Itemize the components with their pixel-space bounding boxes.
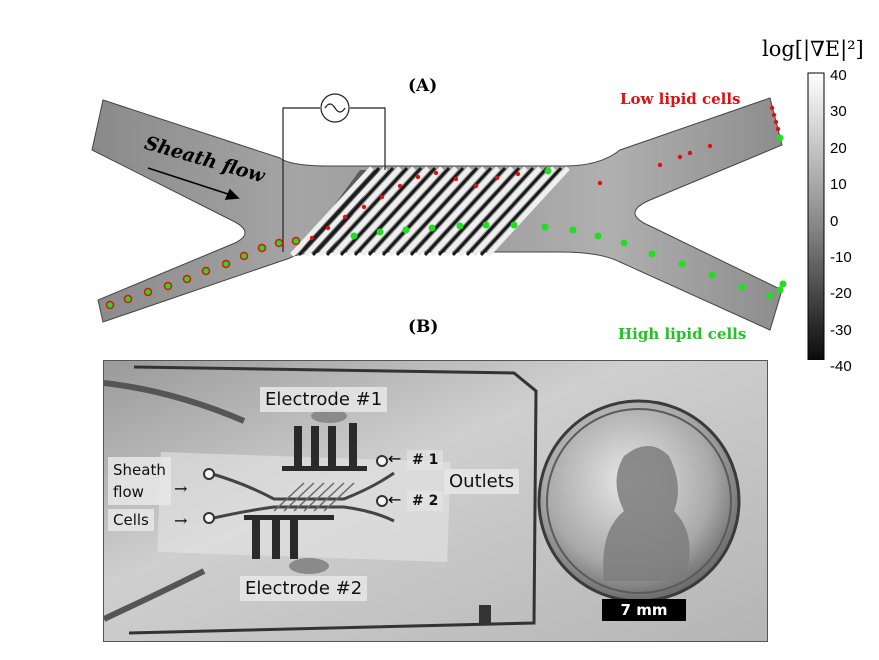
device-photo: Electrode #1 Electrode #2 Sheath flow Ce… (103, 360, 768, 642)
cell-dot (597, 180, 603, 186)
cell-dot (257, 243, 267, 253)
panel-b-label: (B) (408, 317, 439, 337)
cell-dot (350, 232, 358, 240)
cell-dot (773, 119, 779, 125)
cell-dot (594, 232, 602, 240)
high-lipid-label: High lipid cells (618, 325, 747, 343)
cell-dot (201, 266, 211, 276)
cell-dot (708, 271, 716, 279)
outlets-label: Outlets (444, 469, 520, 494)
cell-dot (428, 224, 436, 232)
cell-dot (776, 134, 784, 142)
cell-dot (494, 175, 500, 181)
cell-dot (687, 150, 693, 156)
electrode-gaps (297, 166, 563, 257)
microfluidic-channel-diagram (91, 72, 825, 360)
colorbar-tick-label: 40 (830, 67, 847, 84)
cell-dot (738, 283, 746, 291)
cell-dot (221, 259, 231, 269)
cell-dot (105, 300, 115, 310)
sheath-arrow-icon: → (174, 479, 188, 498)
cell-dot (402, 226, 410, 234)
cell-dot (291, 236, 301, 246)
cell-dot (544, 167, 552, 175)
cell-dot (620, 239, 628, 247)
cell-dot (775, 126, 781, 132)
cells-label: Cells (108, 509, 154, 531)
outlet-2-label: # 2 (407, 491, 444, 511)
sheath-flow-photo-label: Sheath flow (108, 457, 171, 505)
cell-dot (657, 162, 663, 168)
cell-dot (163, 281, 173, 291)
cells-arrow-icon: → (174, 511, 188, 530)
cell-dot (510, 221, 518, 229)
low-lipid-label: Low lipid cells (620, 90, 741, 108)
colorbar-tick-label: -30 (830, 321, 852, 339)
cell-dot (707, 143, 713, 149)
electrode-array (290, 166, 570, 257)
colorbar-tick-label: 30 (830, 103, 847, 121)
cell-dot (771, 112, 777, 118)
electrode-2-label: Electrode #2 (240, 576, 368, 601)
scale-bar: 7 mm (602, 599, 686, 621)
cell-dot (415, 174, 421, 180)
outlet-2-arrow-icon: ← (388, 490, 402, 509)
cell-dot (182, 274, 192, 284)
sheath-flow-arrow (147, 167, 240, 200)
sheath-line1: Sheath (113, 461, 166, 479)
cell-dot (361, 204, 367, 210)
colorbar-tick-label: -10 (830, 248, 852, 266)
cell-dot (239, 251, 249, 261)
cell-dot (678, 260, 686, 268)
cell-dot (776, 286, 784, 294)
cell-dot (515, 171, 521, 177)
cell-dot (482, 221, 490, 229)
cell-dot (379, 194, 385, 200)
colorbar-gradient (807, 72, 825, 360)
cell-dot (397, 183, 403, 189)
sheath-line2: flow (113, 483, 144, 501)
cell-dot (123, 294, 133, 304)
cell-dot (779, 280, 787, 288)
cell-dot (309, 235, 315, 241)
colorbar-tick-label: 10 (830, 176, 847, 194)
outlet-1-label: # 1 (407, 450, 444, 470)
colorbar-title: log[|∇E|²] (762, 37, 864, 61)
cell-dot (541, 223, 549, 231)
colorbar-tick-label: -20 (830, 285, 852, 303)
cell-dot (325, 225, 331, 231)
outlet-1-arrow-icon: ← (388, 449, 402, 468)
colorbar-tick-label: -40 (830, 358, 852, 375)
cell-dot (274, 238, 284, 248)
electrode-1-label: Electrode #1 (260, 387, 388, 412)
cell-dot (677, 154, 683, 160)
high-lipid-cell-trajectory (350, 134, 787, 300)
cell-dot (376, 228, 384, 236)
ac-source-circuit (282, 93, 386, 252)
cell-dot (648, 250, 656, 258)
cell-dot (766, 292, 774, 300)
cell-dot (769, 105, 775, 111)
cell-dot (433, 170, 439, 176)
colorbar-tick-label: 0 (830, 212, 839, 230)
cell-dot (456, 222, 464, 230)
cell-dot (473, 183, 479, 189)
panel-a-label: (A) (408, 76, 438, 96)
cell-dot (143, 287, 153, 297)
low-lipid-cell-trajectory (105, 105, 781, 310)
colorbar-tick-label: 20 (830, 139, 847, 157)
cell-dot (569, 226, 577, 234)
channel-body (91, 97, 783, 331)
cell-dot (342, 214, 348, 220)
cell-dot (453, 176, 459, 182)
